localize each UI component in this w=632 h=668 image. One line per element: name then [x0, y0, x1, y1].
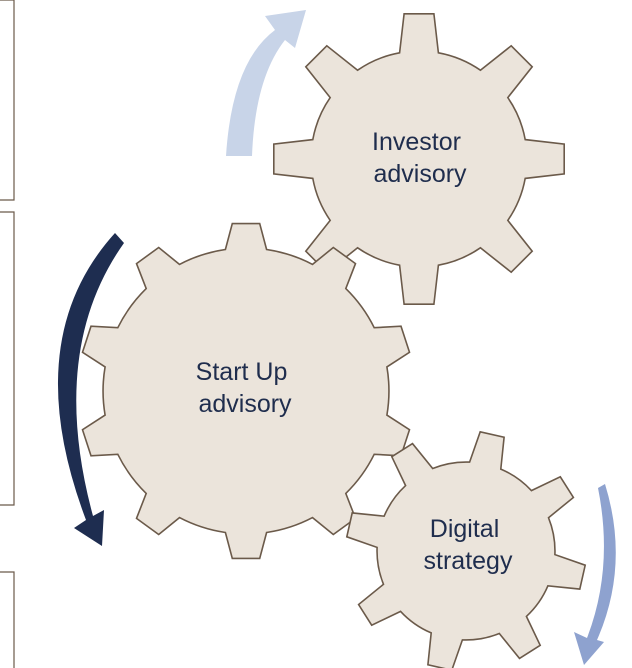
- gear-investor-advisory: [273, 13, 565, 305]
- side-panels: [0, 0, 15, 668]
- arrow-dark-down: [57, 233, 124, 546]
- gear-label-startup: Start Up advisory: [196, 358, 295, 418]
- side-panel-bottom: [0, 571, 15, 668]
- gear-label-investor: Investor advisory: [372, 128, 468, 188]
- arrow-light-up: [226, 10, 306, 156]
- side-panel-middle: [0, 211, 15, 506]
- side-panel-top: [0, 0, 15, 201]
- arrow-mid-down: [574, 484, 616, 665]
- gear-label-digital: Digital strategy: [424, 515, 513, 575]
- gear-digital-strategy: [345, 430, 587, 668]
- gear-startup-advisory: [81, 222, 411, 560]
